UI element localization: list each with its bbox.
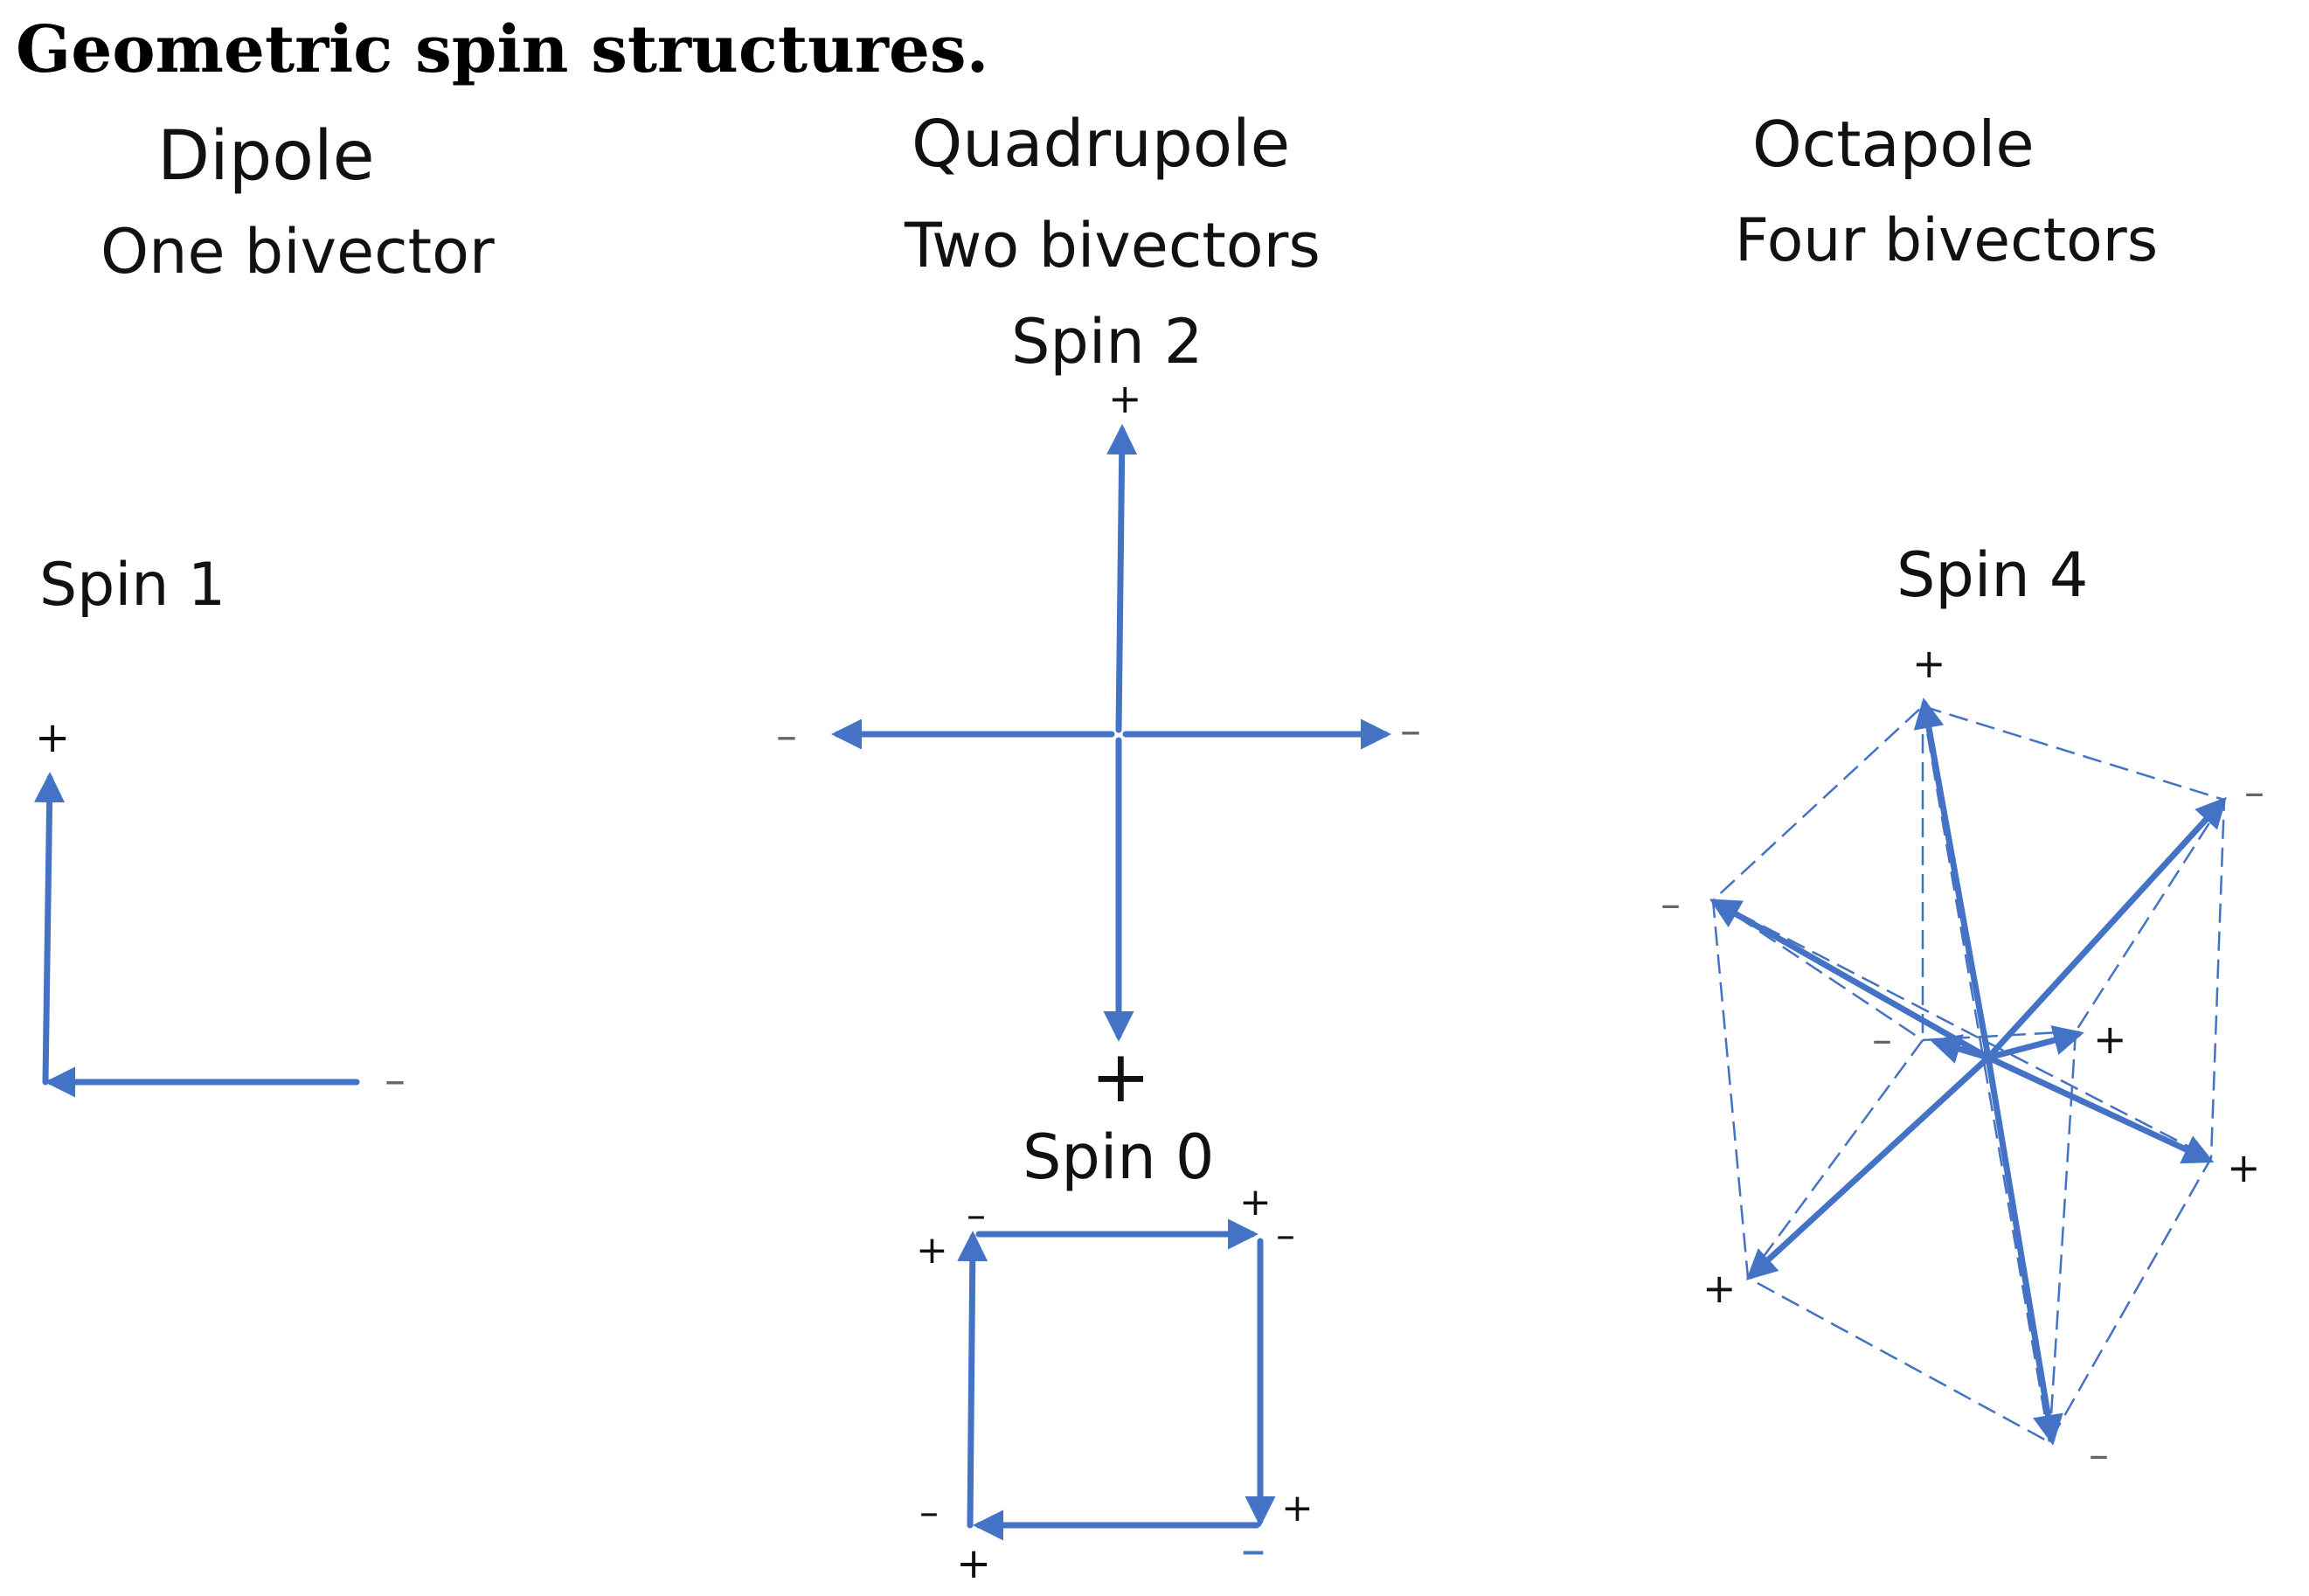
figure-title: Geometric spin structures. xyxy=(16,12,988,87)
spin0-label: Spin 0 xyxy=(1023,1121,1214,1193)
quadrupole-heading: Quadrupole xyxy=(912,107,1290,182)
spin4-minus-center-left: – xyxy=(1872,1016,1892,1063)
spin0-minus-bottom-left: – xyxy=(919,1490,939,1535)
spin0-plus-top-left: + xyxy=(916,1228,948,1273)
spin0-minus-bottom-right: – xyxy=(1241,1522,1265,1579)
dipole-minus-sign: – xyxy=(385,1056,406,1105)
spin4-arrow-upper-left xyxy=(1709,899,1992,1061)
spin2-minus-right: – xyxy=(1400,706,1421,755)
spin4-arrow-down xyxy=(1985,1054,2063,1446)
spin4-plus-lower-right: + xyxy=(2227,1144,2261,1191)
spin4-arrow-up xyxy=(1913,697,1992,1061)
quadrupole-spin2-cross: + – – + xyxy=(776,375,1421,1119)
quadrupole-subheading: Two bivectors xyxy=(904,210,1321,281)
spin4-label: Spin 4 xyxy=(1896,539,2088,611)
octapole-spin4-structure: + – – – + + + – xyxy=(1661,640,2264,1478)
spin0-plus-top-right: + xyxy=(1239,1180,1272,1225)
spin2-plus-bottom: + xyxy=(1091,1036,1151,1119)
octapole-wireframe-edge xyxy=(1921,705,2051,1443)
octapole-heading: Octapole xyxy=(1752,108,2035,181)
spin0-arrow-left-side-up xyxy=(957,1231,988,1529)
spin4-arrow-lower-left xyxy=(1745,1054,1992,1280)
spin4-arrow-lower-right xyxy=(1985,1054,2215,1164)
octapole-wireframe-edge xyxy=(1746,1039,1924,1279)
spin0-minus-top-right: – xyxy=(1276,1213,1295,1258)
spin4-plus-top: + xyxy=(1912,640,1946,687)
dipole-heading: Dipole xyxy=(157,117,375,196)
spin4-arrow-upper-right xyxy=(1985,796,2227,1061)
spin4-minus-bottom: – xyxy=(2089,1431,2109,1478)
dipole-subheading: One bivector xyxy=(101,216,495,288)
octapole-wireframe-edge xyxy=(2048,1030,2077,1443)
spin0-minus-top-left: – xyxy=(967,1193,986,1238)
spin4-arrow-short-left xyxy=(1930,1034,1992,1064)
octapole-wireframe-edge xyxy=(1922,1030,2077,1042)
dipole-plus-sign: + xyxy=(35,713,70,762)
octapole-subheading: Four bivectors xyxy=(1735,206,2158,275)
spin4-arrow-short-right xyxy=(1985,1025,2084,1061)
spin2-label: Spin 2 xyxy=(1011,306,1203,378)
spin0-plus-bottom-left: + xyxy=(956,1539,991,1588)
spin4-plus-lower-left: + xyxy=(1702,1265,1737,1312)
spin2-arrow-up xyxy=(1106,424,1138,733)
dipole-arrow-up xyxy=(34,772,66,1086)
spin0-plus-bottom-right: + xyxy=(1281,1486,1314,1530)
spin1-label: Spin 1 xyxy=(39,551,225,620)
dipole-bivector: + – xyxy=(34,713,406,1105)
spin2-minus-left: – xyxy=(776,711,797,760)
octapole-wireframe-edge xyxy=(2074,799,2226,1032)
quadrupole-spin0-square: + – + – – + + – xyxy=(916,1180,1314,1588)
spin4-minus-upper-left: – xyxy=(1661,880,1681,927)
octapole-wireframe-edge xyxy=(1712,899,2212,1160)
spin2-plus-top: + xyxy=(1108,375,1142,422)
spin4-plus-center-right: + xyxy=(2093,1016,2127,1063)
spin4-minus-upper-right: – xyxy=(2244,768,2264,815)
